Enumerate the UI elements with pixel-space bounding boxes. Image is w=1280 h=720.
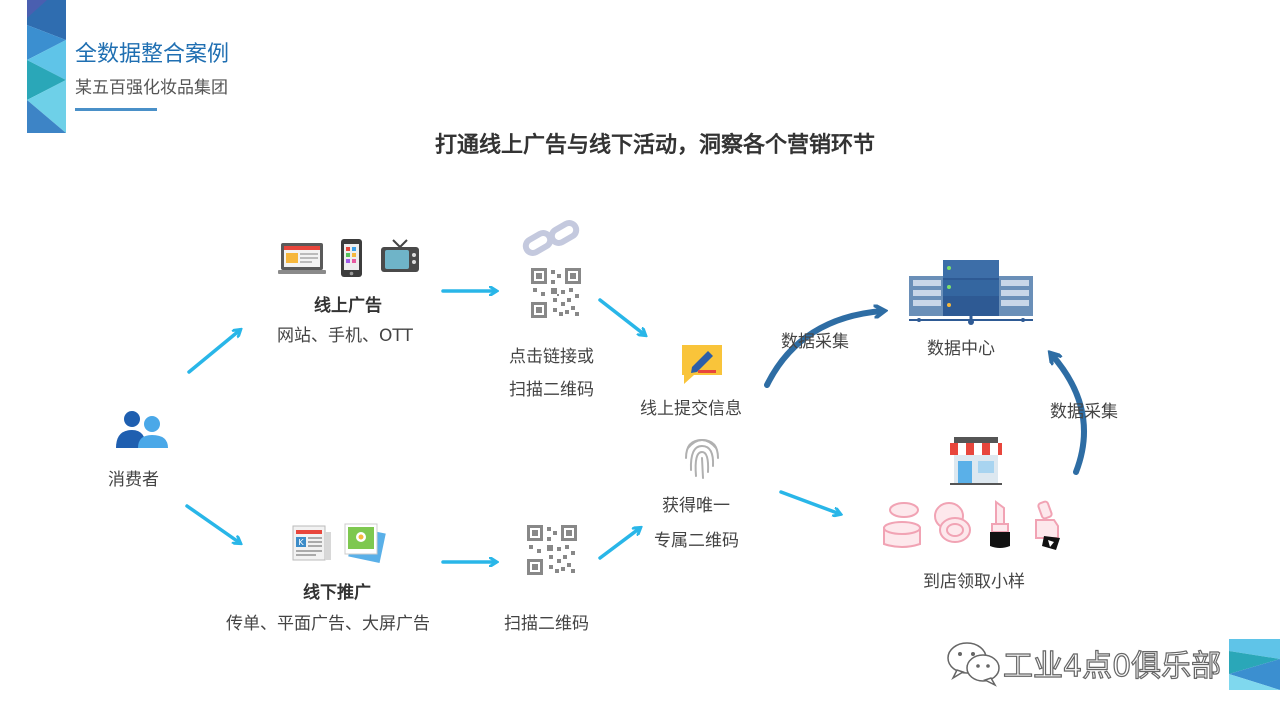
server-icon [909,260,1033,325]
arrow-click-submit [598,298,645,335]
svg-text:K: K [298,538,304,547]
online-ad-channels: 网站、手机、OTT [277,326,413,346]
submit-info-label: 线上提交信息 [640,399,742,419]
phone-icon [341,239,362,277]
arrow-store-datacenter [1052,355,1087,475]
consumer-label: 消费者 [108,470,159,490]
click-or-scan-line2: 扫描二维码 [509,380,594,400]
nail-polish-icon [1035,500,1060,550]
newspaper-icon: K [292,525,331,561]
data-collection-label-right: 数据采集 [1050,402,1118,422]
title-underline [75,108,157,111]
decorative-polygon-left [27,0,66,133]
decorative-polygon-right [1229,639,1280,690]
edit-message-icon [682,345,722,384]
store-icon [950,437,1002,485]
wechat-icon [947,642,1000,687]
store-sample-label: 到店领取小样 [923,572,1025,592]
photo-icon [344,523,386,563]
compact-icon [934,502,971,543]
people-icon [116,411,168,448]
arrow-get-store [779,490,840,514]
arrow-submit-datacenter [764,311,882,388]
offline-promo-channels: 传单、平面广告、大屏广告 [226,614,430,634]
watermark: 工业4点0俱乐部 [945,640,1222,687]
data-collection-label-left: 数据采集 [781,332,849,352]
diagram-heading: 打通线上广告与线下活动，洞察各个营销环节 [434,133,875,158]
get-unique-qr-line2: 专属二维码 [654,531,739,551]
fingerprint-icon [685,438,719,479]
data-center-label: 数据中心 [927,339,995,359]
offline-promo-title: 线下推广 [303,583,371,603]
page-subtitle: 某五百强化妆品集团 [75,78,228,98]
qr-code-icon [527,525,577,575]
online-ad-title: 线上广告 [314,296,382,316]
laptop-icon [278,243,326,274]
cream-jar-icon [883,502,921,548]
arrow-consumer-offline [185,504,240,543]
lipstick-icon [990,500,1010,548]
get-unique-qr-line1: 获得唯一 [662,496,730,516]
watermark-text: 工业4点0俱乐部 [1002,648,1222,684]
click-or-scan-line1: 点击链接或 [509,347,594,367]
page-title: 全数据整合案例 [75,42,230,67]
scan-qr-label: 扫描二维码 [504,614,589,634]
arrow-consumer-online [187,330,240,374]
arrow-scan-get [598,528,640,560]
link-icon [522,220,580,256]
qr-code-icon [531,268,581,318]
tv-icon [381,239,419,272]
